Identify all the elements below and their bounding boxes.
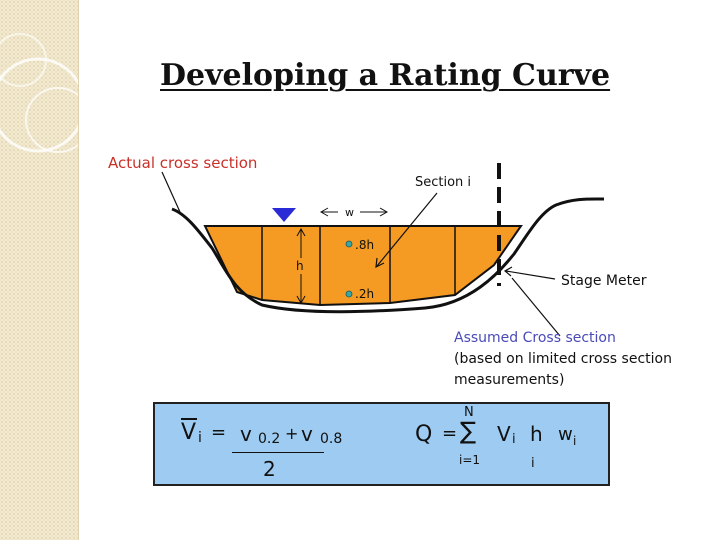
measurement-point-08h (345, 240, 353, 248)
height-label: h (296, 259, 304, 273)
q-equals: = (442, 423, 458, 444)
water-level-marker-icon (272, 208, 296, 222)
width-arrowhead-left (319, 207, 329, 217)
width-label: w (345, 206, 354, 219)
numerator-v-b: v (301, 422, 313, 446)
q-term-w: w (558, 424, 573, 445)
section-i-leader (376, 192, 438, 267)
q-term-h-sub: i (531, 456, 535, 471)
assumed-cross-section-line3: measurements) (454, 372, 564, 388)
height-arrowhead-top (296, 227, 306, 237)
numerator-sub-b: 0.8 (320, 431, 343, 447)
section-i-arrowhead (375, 257, 385, 269)
vi-subscript: i (198, 430, 202, 446)
sum-sign: ∑ (460, 417, 477, 445)
q-term-h: h (530, 422, 543, 446)
numerator-plus: + (285, 424, 299, 443)
fraction-bar (232, 452, 324, 453)
width-arrowhead-right (379, 207, 389, 217)
numerator-v-a: v (240, 422, 252, 446)
assumed-cross-section-line2: (based on limited cross section (454, 351, 672, 367)
q-term-v: V (497, 422, 511, 446)
q-term-w-sub: i (573, 434, 577, 448)
assumed-cross-section-line1: Assumed Cross section (454, 330, 616, 346)
q-term-v-sub: i (512, 432, 516, 447)
actual-cross-section-label: Actual cross section (108, 154, 257, 172)
stage-meter-leader (505, 270, 556, 280)
stage-meter-arrowhead (503, 266, 513, 277)
sum-upper-limit: N (464, 405, 474, 420)
formula-box: V i = v 0.2 + v 0.8 2 Q = N ∑ i=1 V i h … (153, 402, 610, 486)
slide-title: Developing a Rating Curve (160, 58, 611, 93)
section-i-label: Section i (415, 175, 471, 190)
actual-cross-section-curve (171, 197, 605, 314)
assumed-cross-section-leader (511, 277, 561, 337)
numerator-sub-a: 0.2 (258, 431, 281, 447)
actual-cross-section-leader (161, 171, 181, 213)
label-08h: .8h (355, 238, 374, 252)
vi-overbar (181, 418, 197, 420)
height-label-bg (294, 258, 308, 274)
label-02h: .2h (355, 287, 374, 301)
decorative-sidebar (0, 0, 79, 540)
stage-meter-label: Stage Meter (561, 273, 647, 289)
vi-symbol: V (181, 420, 197, 445)
sum-lower-limit: i=1 (459, 453, 481, 467)
vi-equals: = (211, 422, 227, 443)
q-symbol: Q (415, 422, 433, 447)
decorative-circles (0, 33, 78, 153)
measurement-point-02h (345, 290, 353, 298)
denominator: 2 (263, 457, 276, 481)
height-arrowhead-bottom (296, 295, 306, 305)
